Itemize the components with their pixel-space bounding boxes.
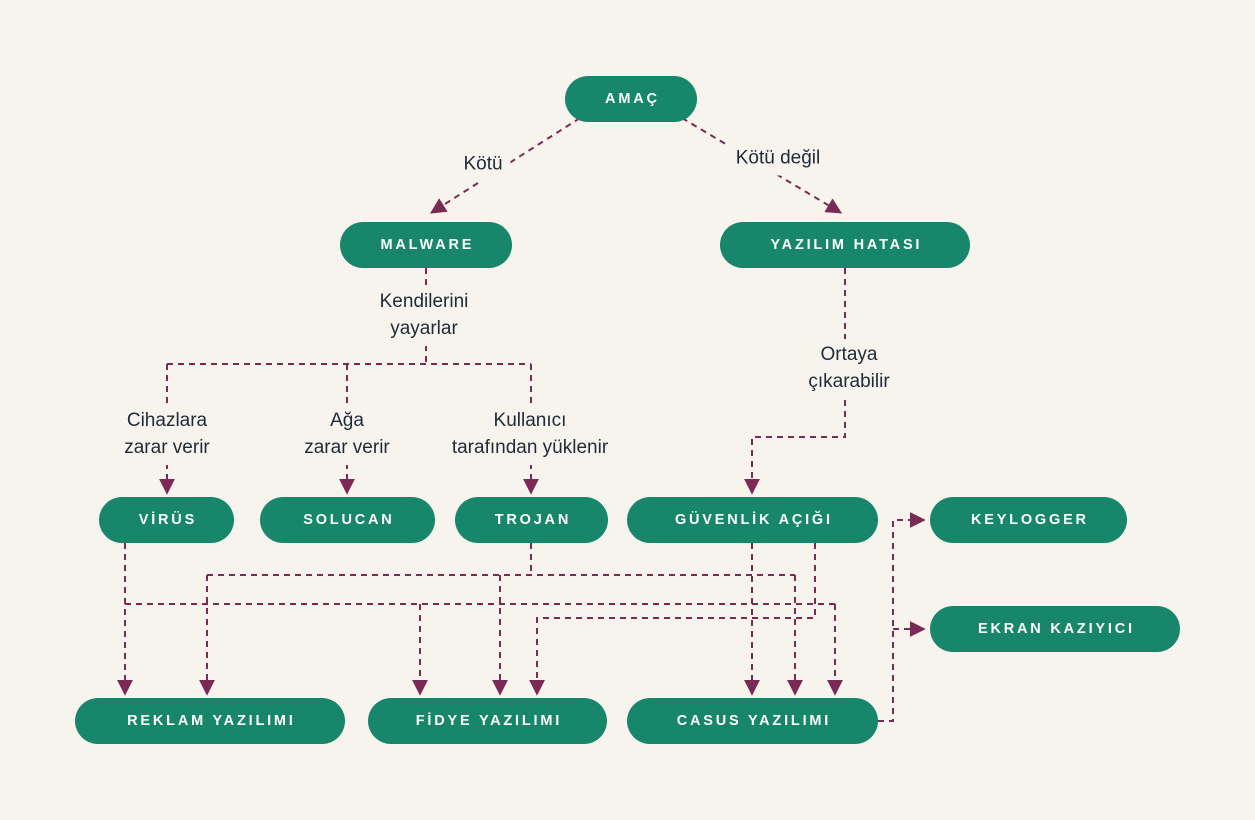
- edge-casus-keylogger: [878, 512, 926, 722]
- edge-label-cihazlara-zarar-verir: Cihazlara zarar verir: [116, 405, 218, 465]
- node-ekran-kaziyici: EKRAN KAZIYICI: [930, 606, 1180, 652]
- node-virus: VİRÜS: [99, 497, 234, 543]
- node-yazilim-hatasi: YAZILIM HATASI: [720, 222, 970, 268]
- node-guvenlik-acigi: GÜVENLİK AÇIĞI: [627, 497, 878, 543]
- node-trojan: TROJAN: [455, 497, 608, 543]
- edge-label-ortaya-cikarabilir: Ortaya çıkarabilir: [800, 339, 898, 399]
- node-reklam-yazilimi: REKLAM YAZILIMI: [75, 698, 345, 744]
- edge-label-kendilerini-yayarlar: Kendilerini yayarlar: [371, 286, 477, 346]
- node-fidye-yazilimi: FİDYE YAZILIMI: [368, 698, 607, 744]
- edge-label-kotu-degil: Kötü değil: [727, 142, 829, 176]
- node-solucan: SOLUCAN: [260, 497, 435, 543]
- edge-label-aga-zarar-verir: Ağa zarar verir: [296, 405, 398, 465]
- node-casus-yazilimi: CASUS YAZILIMI: [627, 698, 878, 744]
- edge-label-kullanici-tarafindan-yuklenir: Kullanıcı tarafından yüklenir: [443, 405, 617, 465]
- edge-yazilim-hatasi-guvenlik-acigi: [744, 268, 846, 495]
- node-amac: AMAÇ: [565, 76, 697, 122]
- edge-label-kotu: Kötü: [455, 148, 511, 182]
- edge-amac-malware: [429, 117, 581, 214]
- node-keylogger: KEYLOGGER: [930, 497, 1127, 543]
- node-malware: MALWARE: [340, 222, 512, 268]
- edge-guvenlik-acigi-fidye: [529, 543, 816, 696]
